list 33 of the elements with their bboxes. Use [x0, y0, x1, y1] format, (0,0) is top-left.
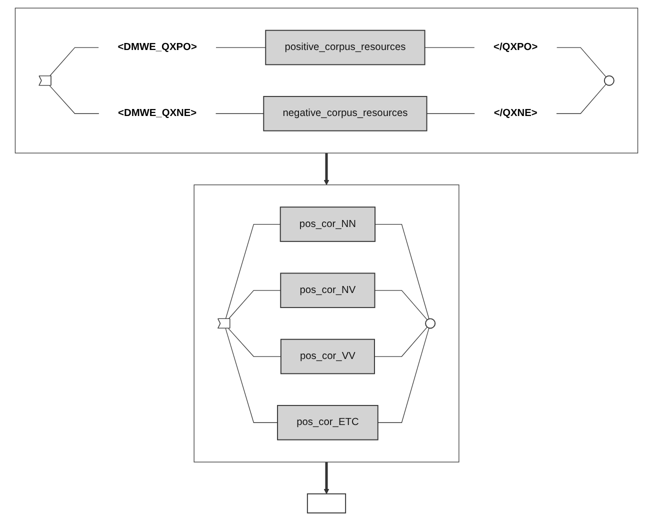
node-text: </QXPO>: [494, 42, 538, 53]
connector: [378, 328, 430, 423]
node-text: <DMWE_QXNE>: [118, 108, 197, 119]
cluster: [14, 8, 638, 154]
connector: [424, 47, 475, 48]
node-box: positive_corpus_resources: [265, 30, 426, 66]
connector: [228, 328, 282, 357]
connector: [225, 224, 281, 320]
node-box: [306, 493, 346, 514]
cluster: [194, 184, 460, 462]
node-circle: [425, 318, 436, 329]
node-box: pos_cor_NN: [280, 206, 376, 242]
connector: [374, 290, 428, 320]
node-box: pos_cor_ETC: [277, 404, 378, 440]
arrow: [324, 462, 330, 494]
connector: [215, 113, 264, 114]
connector: [556, 47, 606, 78]
connector: [216, 47, 266, 48]
node-box: negative_corpus_resources: [263, 96, 428, 132]
connector: [556, 84, 606, 114]
connector: [374, 326, 428, 357]
connector: [49, 47, 99, 76]
node-box: pos_cor_NV: [280, 272, 376, 308]
arrow: [324, 153, 330, 186]
node-text: </QXNE>: [494, 108, 538, 119]
node-text: <DMWE_QXPO>: [118, 42, 197, 53]
connector: [374, 224, 430, 320]
connector: [228, 290, 281, 320]
connector: [225, 328, 278, 423]
connector: [49, 85, 100, 114]
node-circle: [604, 75, 614, 86]
node-box: pos_cor_VV: [280, 338, 375, 374]
connector: [426, 113, 476, 114]
